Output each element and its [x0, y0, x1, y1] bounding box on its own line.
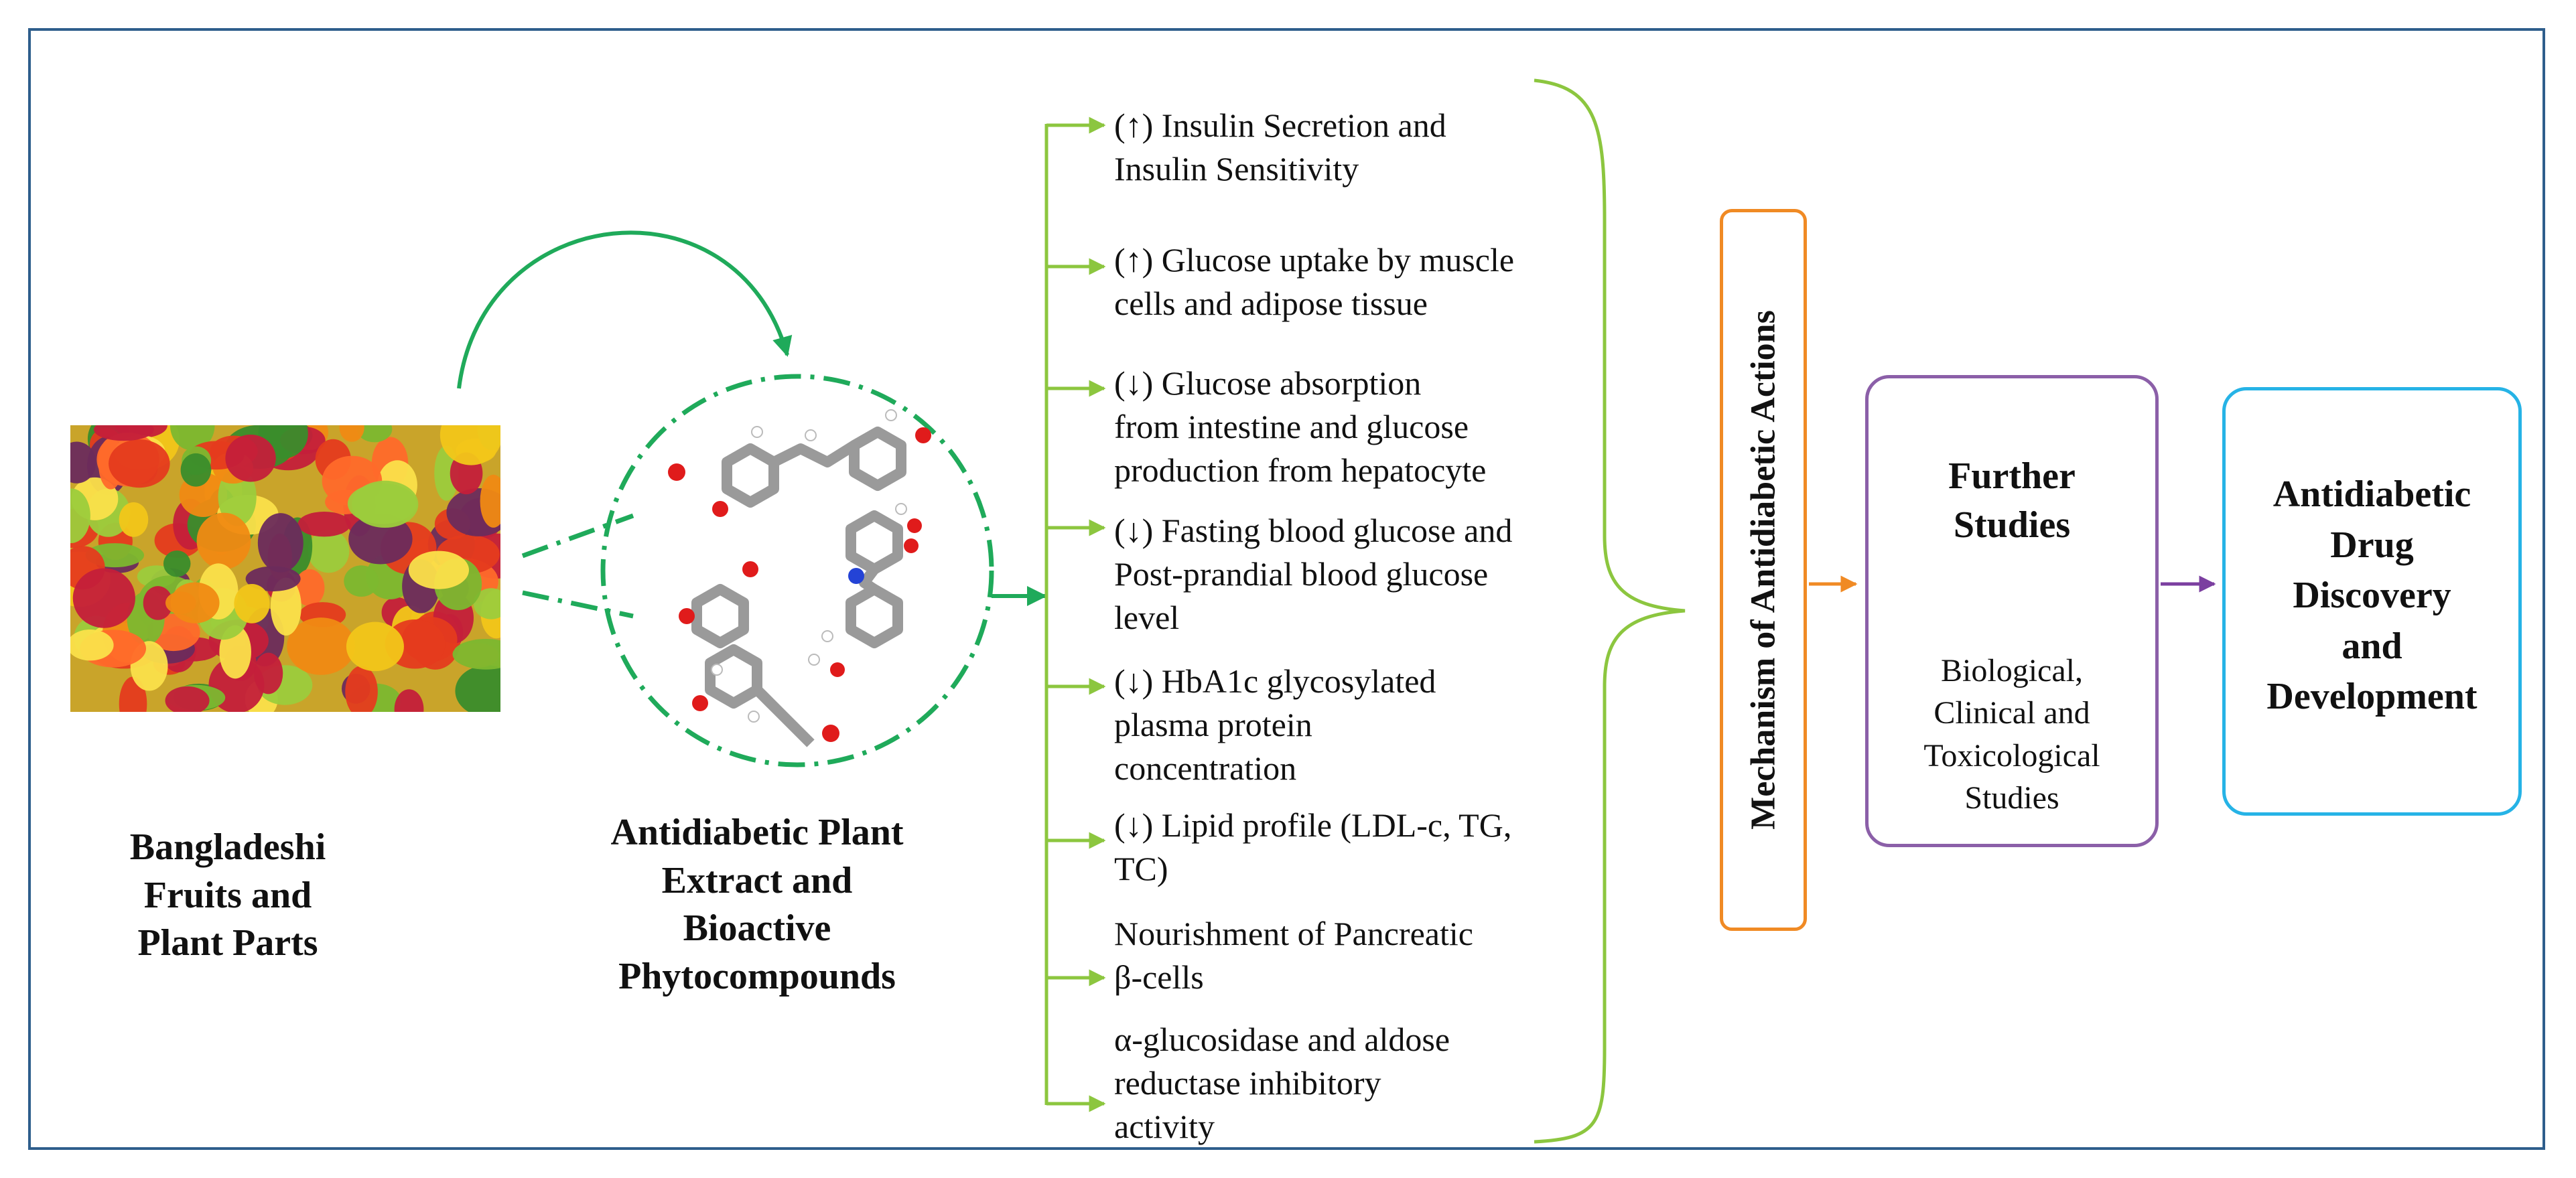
fruit-blob: [165, 686, 210, 712]
fruit-blob: [119, 502, 149, 537]
fruit-blob: [297, 511, 351, 537]
fruit-blob: [455, 665, 500, 712]
fruit-blob: [225, 434, 276, 482]
extract-label: Antidiabetic Plant Extract and Bioactive…: [610, 812, 904, 998]
fruit-blob: [452, 638, 500, 670]
fruits-label: Bangladeshi Fruits and Plant Parts: [129, 826, 326, 964]
fruit-blob: [109, 439, 170, 488]
further-studies-box: Further Studies Biological, Clinical and…: [1865, 375, 2159, 847]
zoom-line-top: [521, 513, 634, 559]
fruit-blob: [180, 453, 212, 487]
fruit-blob: [434, 445, 459, 501]
action-connector: [1044, 117, 1106, 1112]
fruit-blob: [287, 617, 356, 675]
fruit-blob: [446, 488, 500, 536]
fruit-blob: [70, 441, 96, 484]
fruit-blob: [473, 588, 500, 619]
mechanism-title: Mechanism of Antidiabetic Actions: [1744, 310, 1783, 830]
fruit-blob: [394, 689, 424, 712]
fruit-blob: [346, 621, 404, 672]
curved-arrow-icon: [457, 230, 793, 389]
further-studies-subtitle: Biological, Clinical and Toxicological S…: [1923, 653, 2100, 816]
fruit-blob: [165, 591, 196, 614]
fruit-blob: [270, 577, 301, 636]
fruit-blob: [257, 513, 303, 573]
fruit-blob: [408, 550, 470, 589]
further-studies-title: Further Studies: [1948, 455, 2076, 546]
fruit-blob: [345, 666, 378, 712]
fruit-blob: [480, 474, 500, 528]
zoom-line-bottom: [522, 590, 634, 619]
fruit-blob: [70, 488, 90, 544]
fruit-blob: [163, 550, 191, 577]
fruit-blob: [245, 566, 301, 592]
fruit-blob: [72, 568, 135, 628]
fruit-blob: [143, 586, 173, 620]
diagram-frame: [28, 28, 2545, 1150]
fruit-blob: [70, 629, 114, 661]
drug-discovery-box: Antidiabetic Drug Discovery and Developm…: [2222, 387, 2522, 816]
fruit-blob: [339, 425, 364, 442]
fruit-blob: [347, 483, 417, 524]
fruit-blob: [234, 584, 270, 623]
drug-discovery-title: Antidiabetic Drug Discovery and Developm…: [2266, 473, 2478, 718]
fruit-blob: [93, 425, 154, 441]
fruit-blob: [295, 569, 325, 607]
fruit-photo: [70, 425, 500, 712]
action-item: (↓) Lipid profile (LDL-c, TG,TC): [1114, 806, 1512, 887]
fruit-blob: [344, 565, 379, 597]
molecule-structure: [668, 409, 931, 747]
fruit-blob: [196, 512, 251, 570]
mechanism-box: Mechanism of Antidiabetic Actions: [1720, 209, 1807, 931]
actions-brace: [1534, 78, 1686, 1144]
fruit-blob: [439, 425, 500, 465]
extract-circle: [600, 374, 994, 767]
fruit-blob: [308, 529, 350, 573]
fruit-blob: [356, 425, 393, 443]
